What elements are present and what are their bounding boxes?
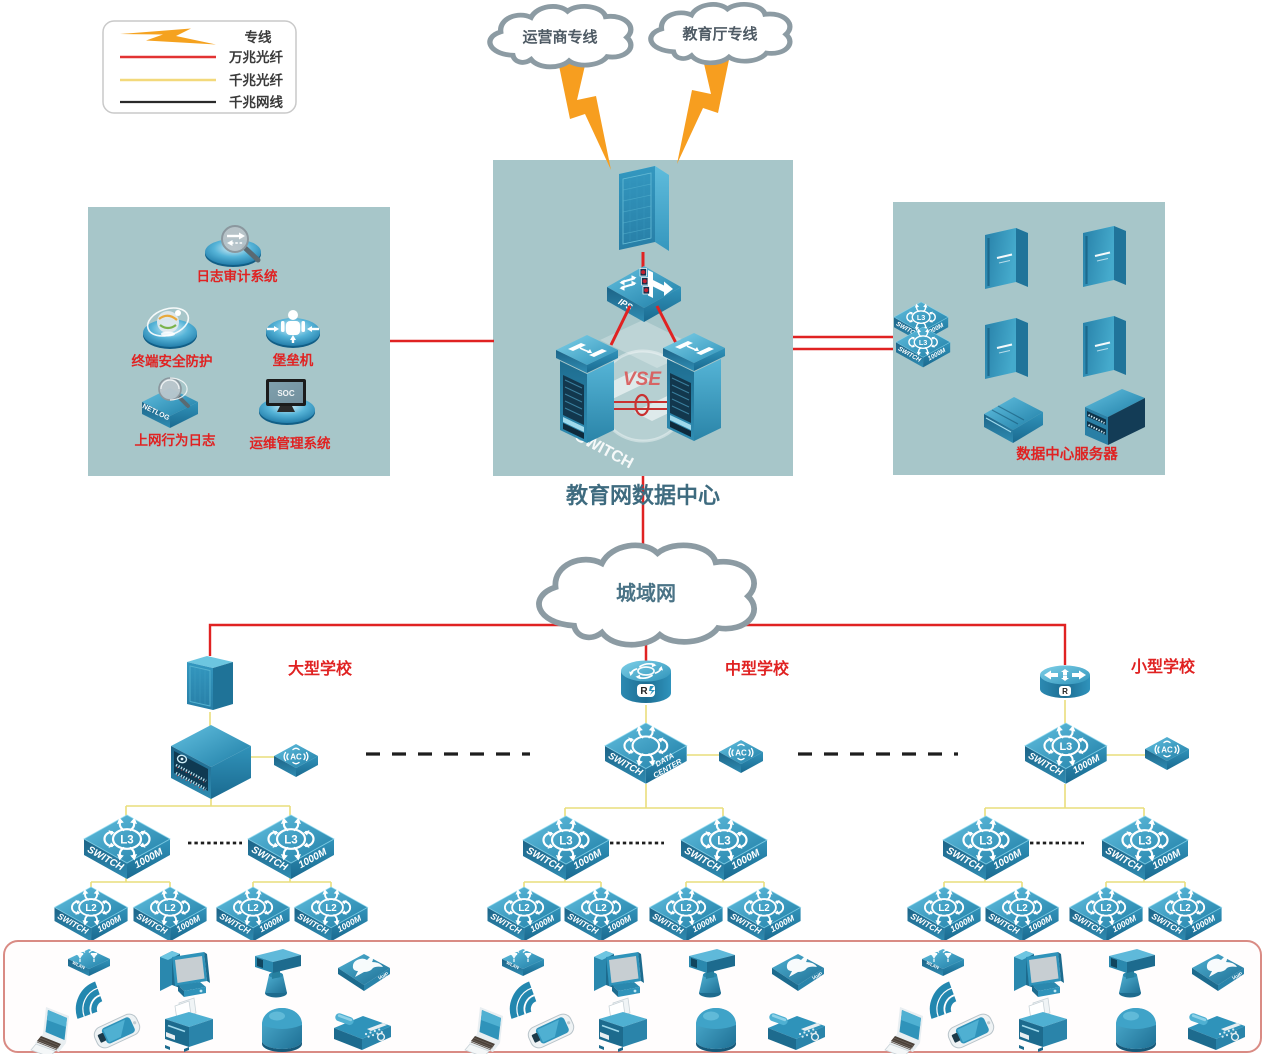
svg-text:L2: L2 <box>938 903 950 914</box>
svg-text:上网行为日志: 上网行为日志 <box>135 432 216 448</box>
svg-text:L3: L3 <box>979 836 992 848</box>
svg-text:万兆光纤: 万兆光纤 <box>228 49 283 65</box>
svg-text:L2: L2 <box>1016 903 1028 914</box>
svg-text:VSE: VSE <box>623 369 662 390</box>
svg-text:教育网数据中心: 教育网数据中心 <box>566 483 720 508</box>
svg-text:教育厅专线: 教育厅专线 <box>681 25 757 43</box>
svg-text:R: R <box>640 686 648 697</box>
svg-text:VoIP: VoIP <box>1231 971 1244 982</box>
svg-text:小型学校: 小型学校 <box>1131 657 1196 676</box>
svg-text:VoIP: VoIP <box>811 971 824 982</box>
svg-text:堡垒机: 堡垒机 <box>273 352 314 368</box>
svg-text:L2: L2 <box>247 903 259 914</box>
svg-text:大型学校: 大型学校 <box>288 659 353 678</box>
svg-text:AC: AC <box>1161 746 1173 755</box>
svg-text:L2: L2 <box>758 903 770 914</box>
svg-text:L3: L3 <box>284 835 297 847</box>
svg-text:L2: L2 <box>1179 903 1191 914</box>
svg-text:数据中心服务器: 数据中心服务器 <box>1016 445 1118 463</box>
svg-text:L2: L2 <box>680 903 692 914</box>
svg-text:L2: L2 <box>325 903 337 914</box>
svg-text:专线: 专线 <box>245 29 272 45</box>
svg-text:L2: L2 <box>1100 903 1112 914</box>
svg-text:WLAN: WLAN <box>925 960 939 970</box>
svg-text:L3: L3 <box>1059 741 1072 753</box>
svg-text:WLAN: WLAN <box>71 960 85 970</box>
svg-text:L3: L3 <box>559 836 572 848</box>
svg-text:L3: L3 <box>120 835 133 847</box>
svg-text:L2: L2 <box>518 903 530 914</box>
svg-text:VoIP: VoIP <box>377 971 390 982</box>
svg-text:WLAN: WLAN <box>505 960 519 970</box>
svg-text:千兆光纤: 千兆光纤 <box>229 72 283 88</box>
svg-text:R: R <box>1062 687 1068 696</box>
svg-text:L3: L3 <box>1138 836 1151 848</box>
svg-text:日志审计系统: 日志审计系统 <box>197 268 278 284</box>
svg-text:L2: L2 <box>85 903 97 914</box>
svg-text:中型学校: 中型学校 <box>725 659 790 678</box>
svg-text:终端安全防护: 终端安全防护 <box>132 353 213 369</box>
svg-text:AC: AC <box>290 753 302 762</box>
svg-text:L3: L3 <box>919 338 927 347</box>
svg-text:运维管理系统: 运维管理系统 <box>250 435 331 451</box>
svg-text:L3: L3 <box>917 313 925 322</box>
svg-text:SOC: SOC <box>277 389 295 398</box>
svg-text:L2: L2 <box>595 903 607 914</box>
svg-text:运营商专线: 运营商专线 <box>522 28 597 46</box>
svg-text:L2: L2 <box>164 903 176 914</box>
svg-text:千兆网线: 千兆网线 <box>229 94 283 110</box>
svg-text:AC: AC <box>735 749 747 758</box>
svg-text:城域网: 城域网 <box>616 581 676 605</box>
svg-text:L3: L3 <box>717 836 730 848</box>
